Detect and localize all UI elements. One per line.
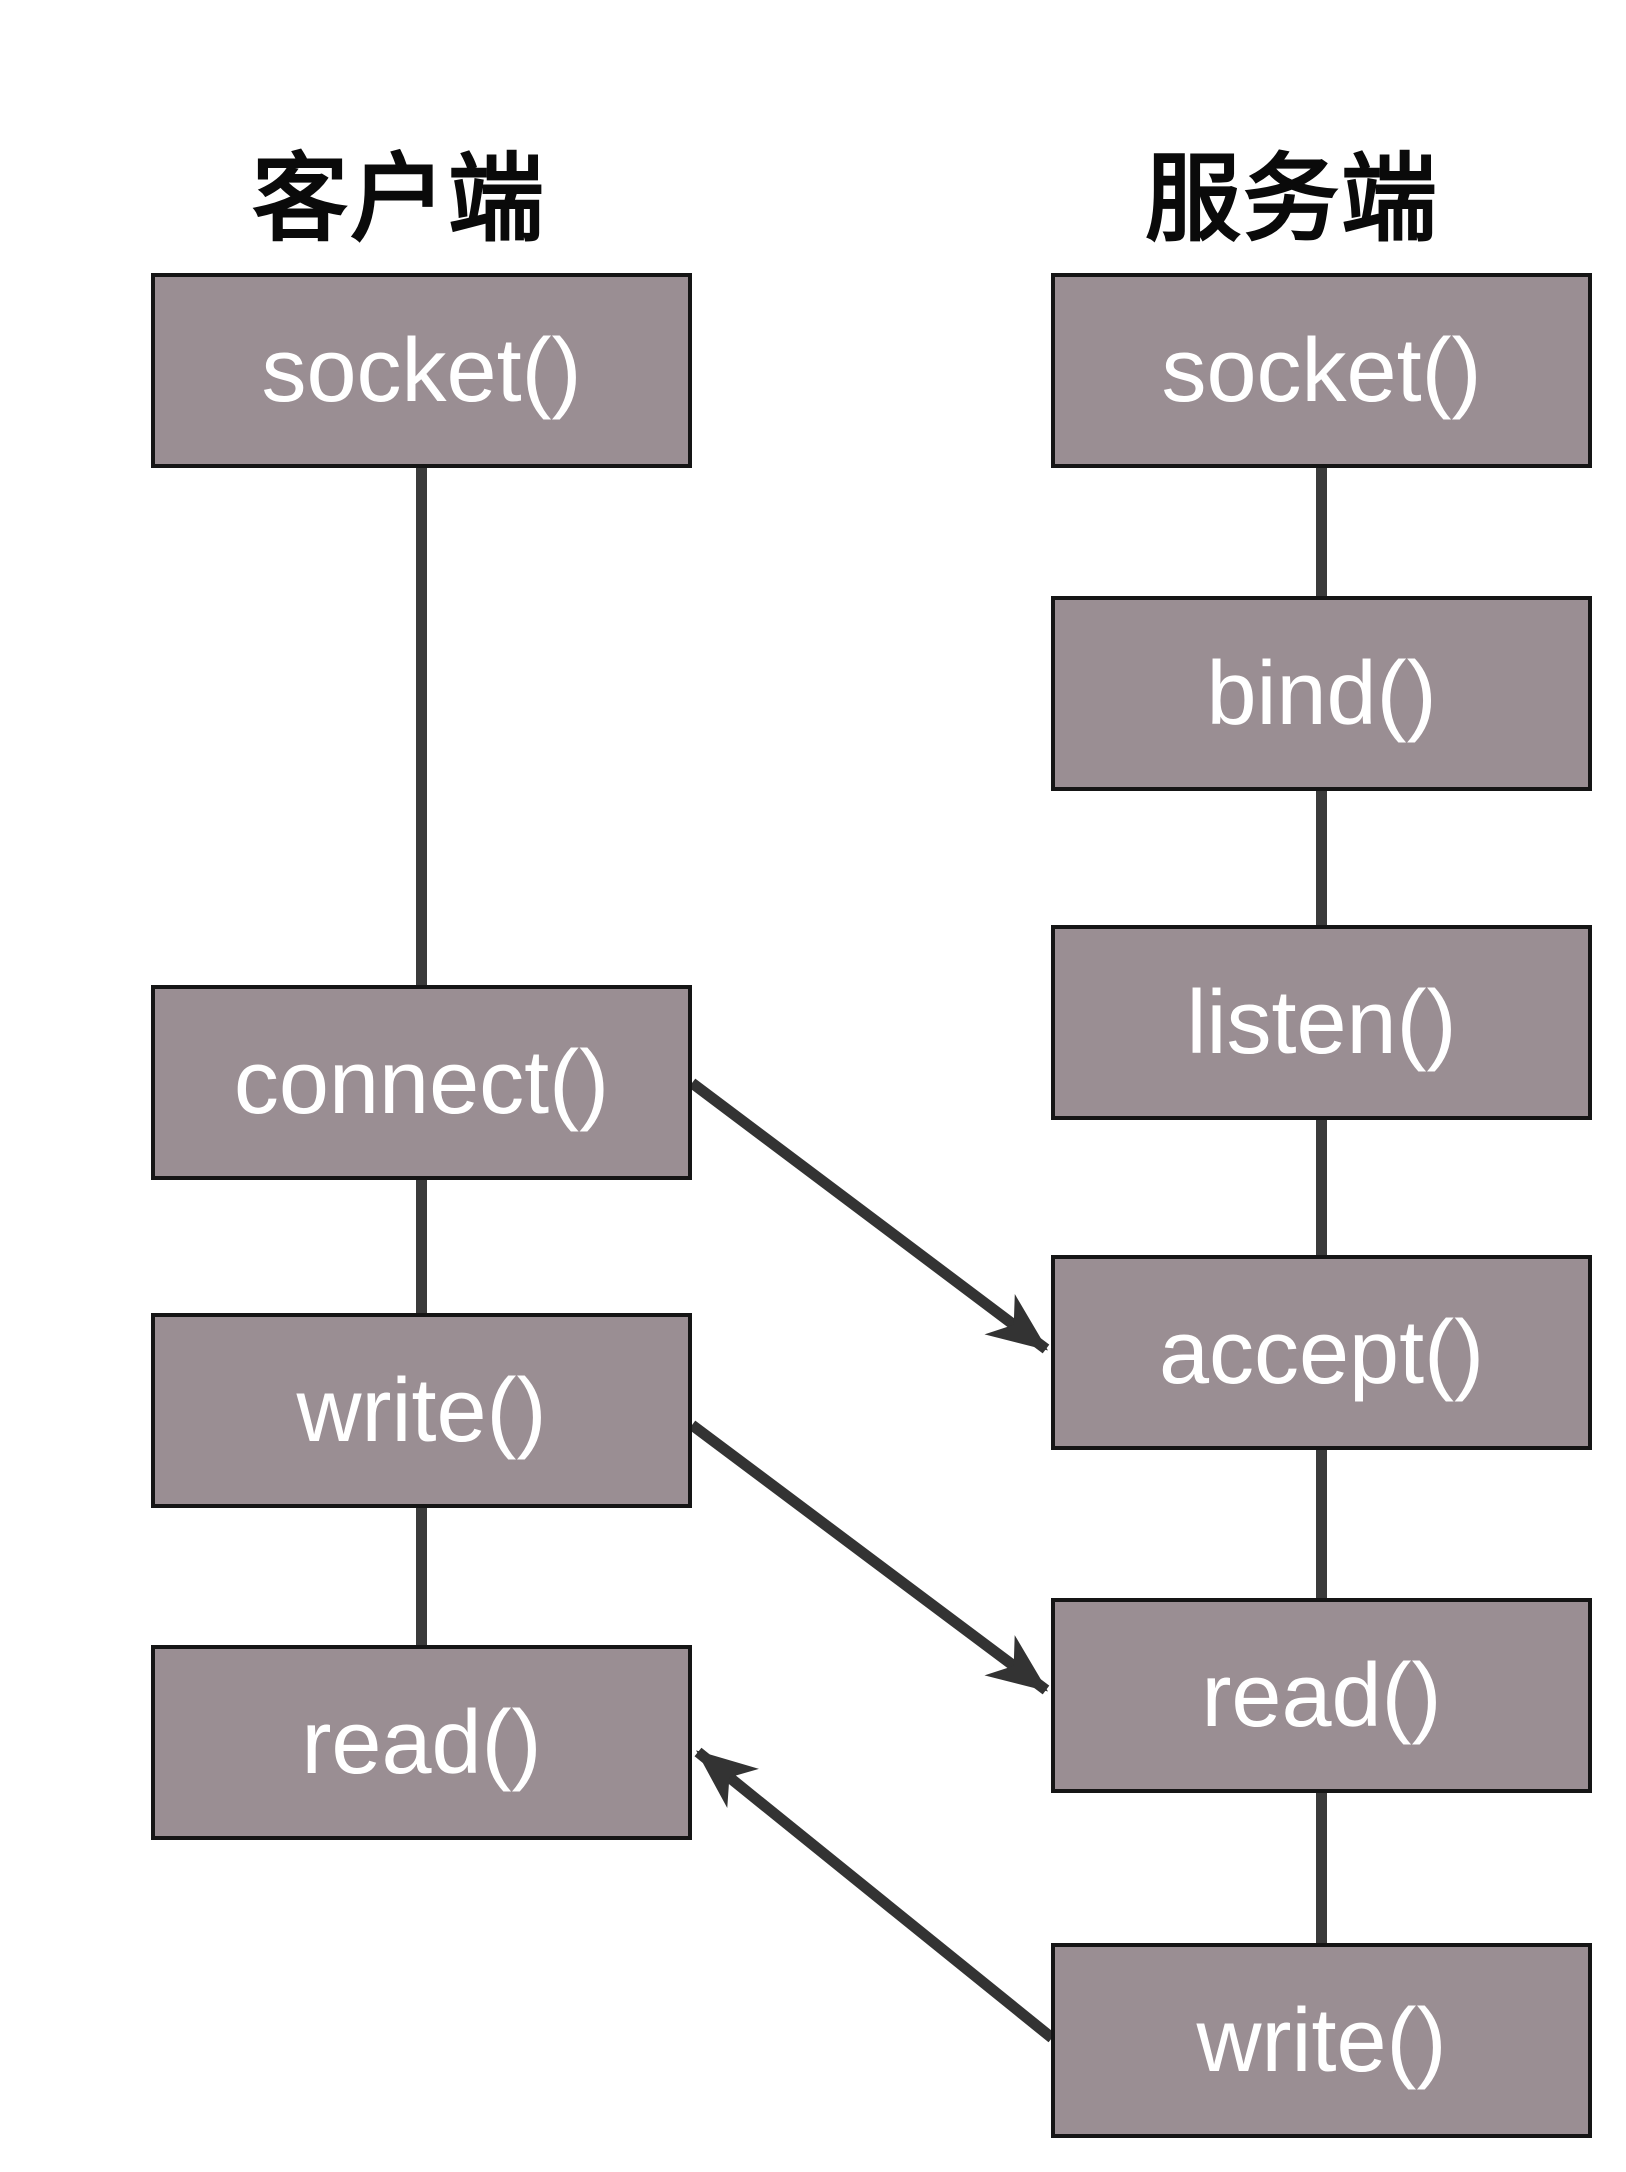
server-box-write-label: write() [1196, 1990, 1447, 2091]
server-column-title: 服务端 [1145, 146, 1439, 253]
client-box-write: write() [151, 1313, 692, 1508]
client-box-read-label: read() [301, 1692, 542, 1793]
client-box-connect: connect() [151, 985, 692, 1180]
client-box-write-label: write() [296, 1360, 547, 1461]
server-box-listen-label: listen() [1186, 972, 1457, 1073]
server-box-read-label: read() [1201, 1645, 1442, 1746]
arrow-write-to-server-read [688, 1420, 1050, 1695]
server-box-socket: socket() [1051, 273, 1592, 468]
server-box-listen: listen() [1051, 925, 1592, 1120]
client-box-socket: socket() [151, 273, 692, 468]
client-box-socket-label: socket() [261, 320, 582, 421]
client-box-read: read() [151, 1645, 692, 1840]
server-box-accept-label: accept() [1158, 1302, 1485, 1403]
client-box-connect-label: connect() [233, 1032, 610, 1133]
arrow-server-write-to-client-read [694, 1747, 1056, 2043]
server-box-write: write() [1051, 1943, 1592, 2138]
server-box-accept: accept() [1051, 1255, 1592, 1450]
server-box-read: read() [1051, 1598, 1592, 1793]
server-box-bind: bind() [1051, 596, 1592, 791]
arrow-connect-to-accept [688, 1078, 1050, 1354]
server-box-bind-label: bind() [1206, 643, 1437, 744]
server-box-socket-label: socket() [1161, 320, 1482, 421]
client-column-title: 客户端 [252, 146, 546, 253]
